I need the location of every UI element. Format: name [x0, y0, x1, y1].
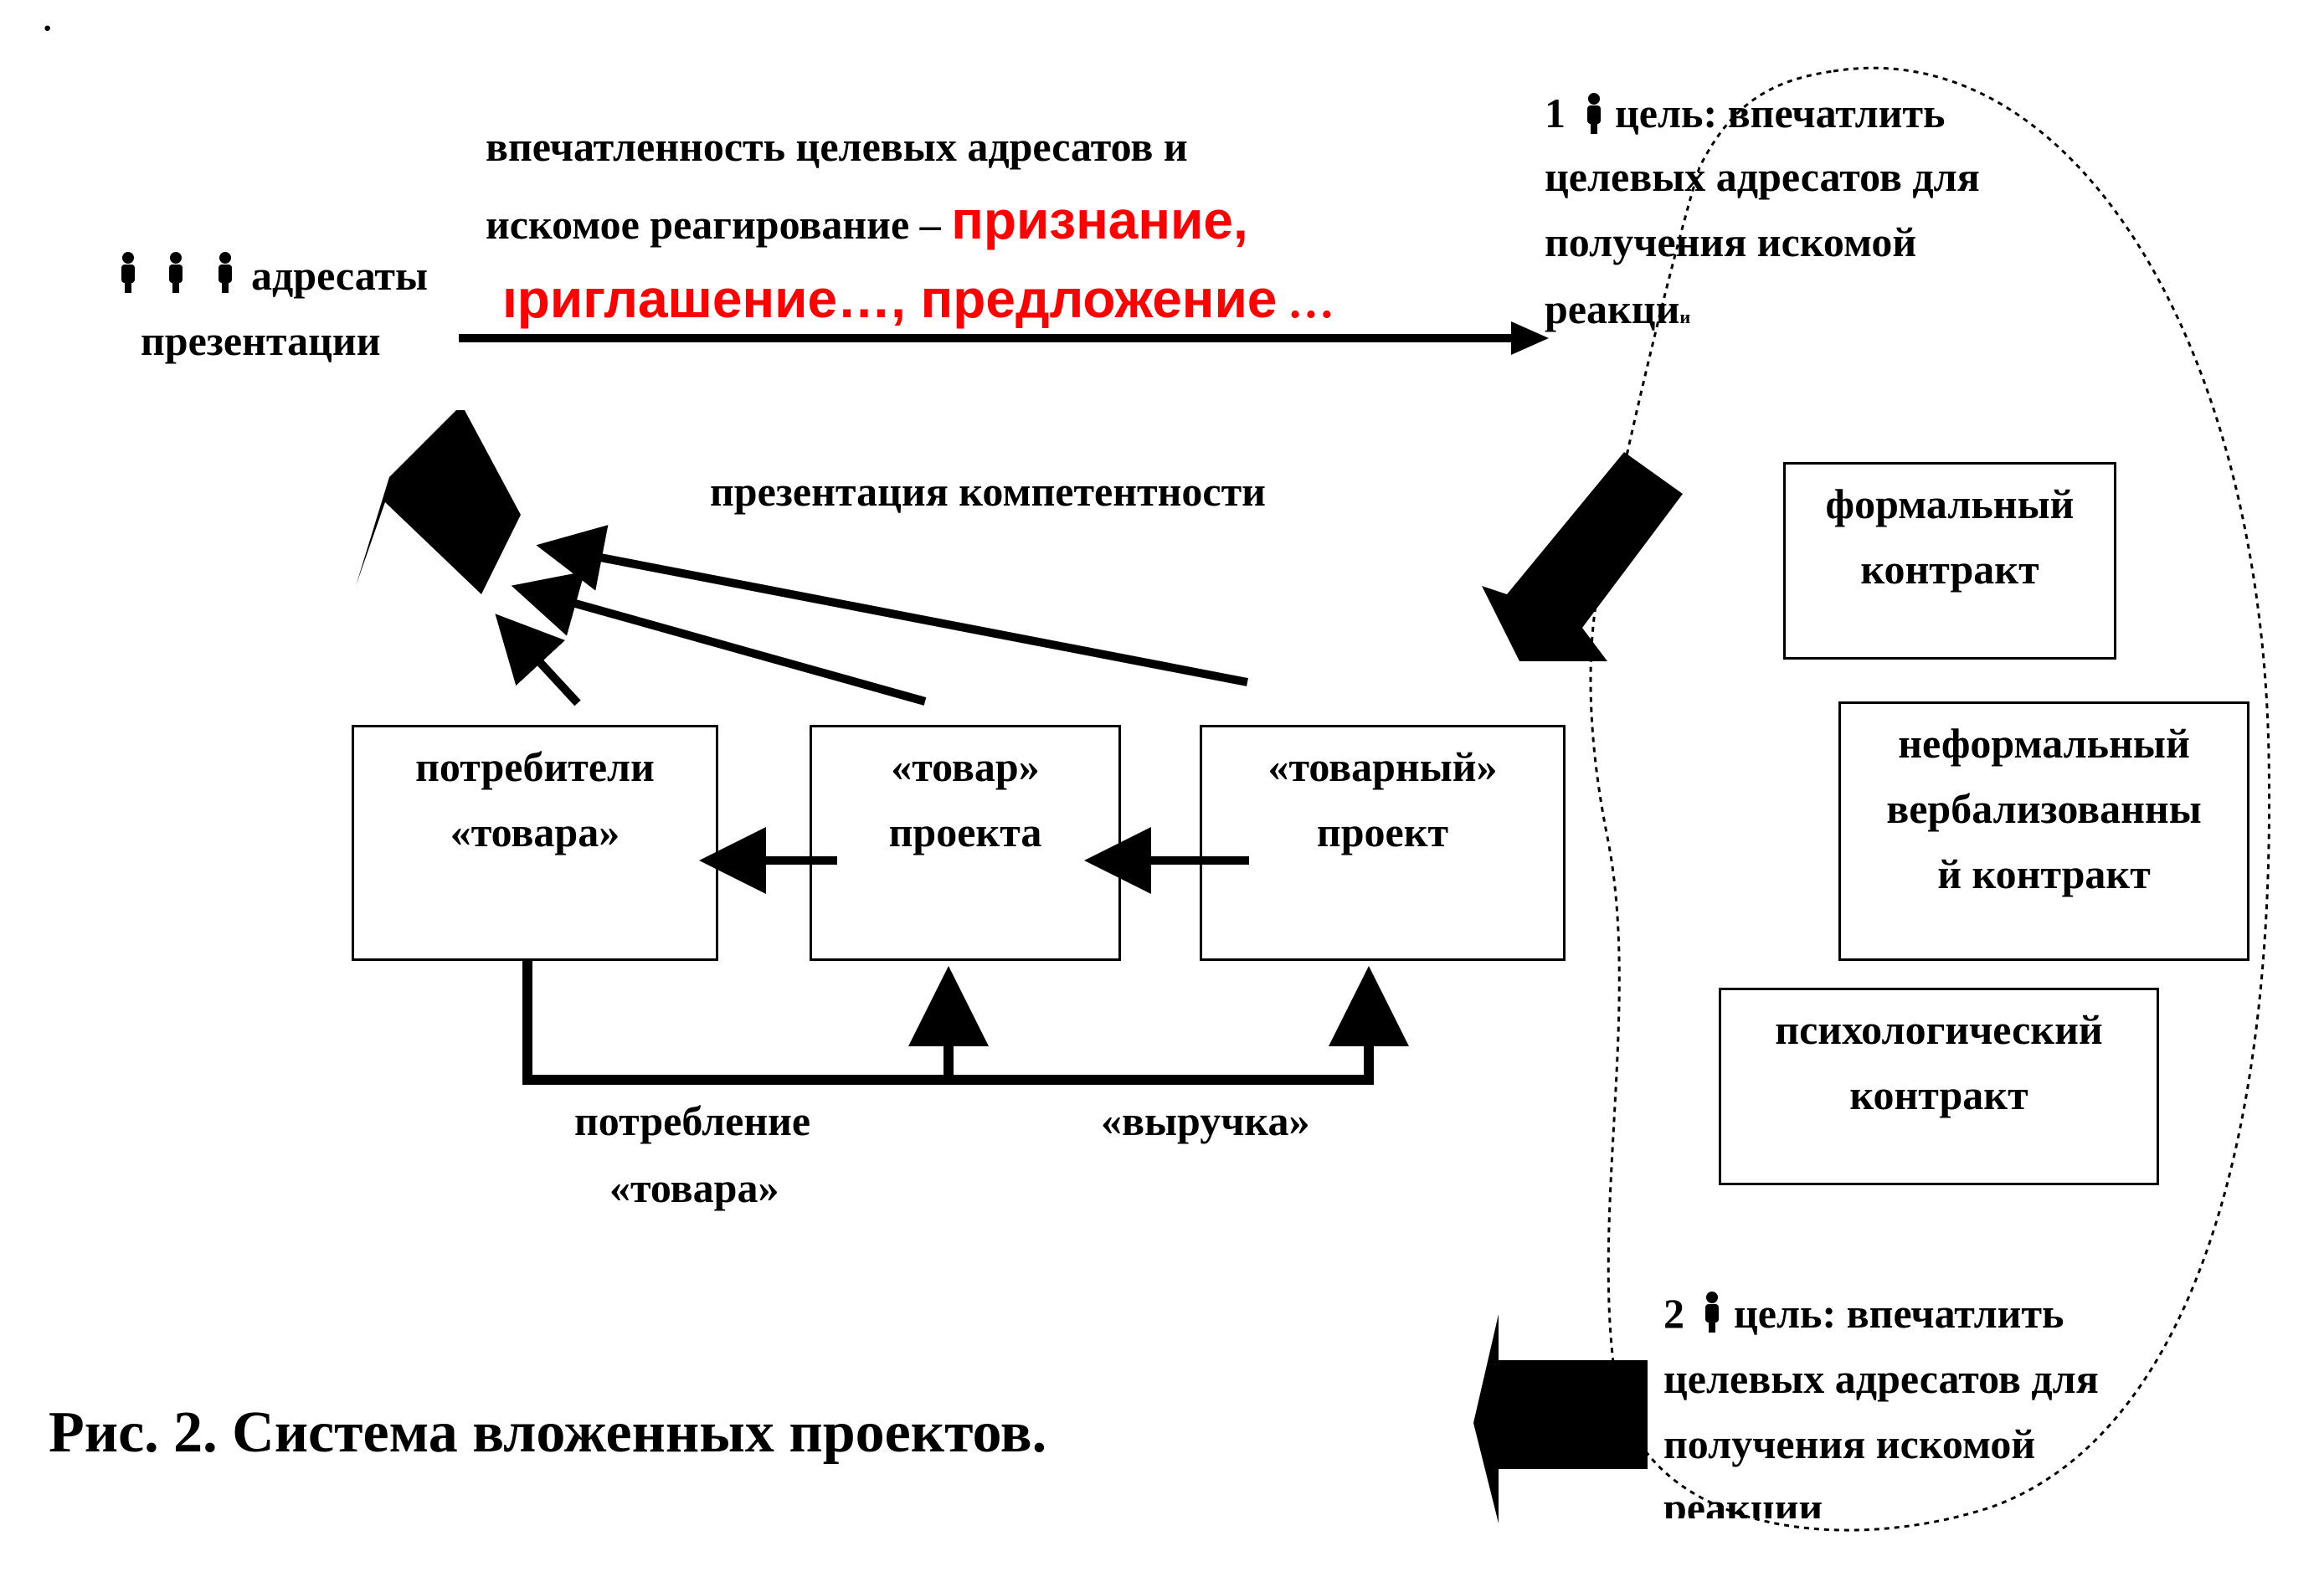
big-arrow-left-bottom	[1473, 1314, 1648, 1523]
box-product-line2: проекта	[888, 809, 1042, 855]
box-psych-line1: психологический	[1775, 1006, 2103, 1053]
impression-line3: ıриглашение…, предложение …	[502, 266, 1334, 336]
impression-line3-ellipsis: …	[1287, 276, 1334, 328]
goal2-line1: 2 цель: впечатлить	[1663, 1281, 2064, 1346]
competence-label: презентация компетентности	[710, 468, 1266, 515]
impression-line2-red: признание,	[951, 190, 1248, 250]
arrow-project-to-top	[536, 525, 1248, 686]
box-psych-line2: контракт	[1849, 1071, 2028, 1118]
box-formal-line1: формальный	[1825, 480, 2075, 527]
goal1-text-line4-tail: и	[1679, 306, 1691, 327]
goal1-line2: целевых адресатов для	[1545, 153, 1980, 200]
box-project-line2: проект	[1316, 809, 1449, 855]
impression-line2: искомое реагирование – признание,	[486, 187, 1248, 257]
box-product: «товар» проекта	[810, 725, 1121, 961]
person-icon	[219, 252, 232, 293]
goal2-line4: реакции	[1663, 1484, 1823, 1518]
arrow-consumers-to-top	[495, 614, 581, 706]
addressees-label-line1: адресаты	[251, 252, 429, 299]
box-formal-line2: контракт	[1860, 546, 2039, 593]
big-arrow-up-left	[356, 410, 521, 594]
box-project-line1: «товарный»	[1267, 743, 1498, 790]
consumption-label-line2: «товара»	[609, 1164, 779, 1211]
goal2-text-line1: цель: впечатлить	[1734, 1290, 2064, 1337]
consumption-label-line1: потребление	[574, 1097, 811, 1144]
person-icon	[1587, 93, 1601, 134]
person-icon	[1705, 1292, 1719, 1333]
impression-line2-black: искомое реагирование –	[486, 201, 941, 248]
box-formal-contract: формальный контракт	[1783, 462, 2116, 660]
arrow-product-to-top	[511, 571, 927, 706]
impression-line1: впечатленность целевых адресатов и	[486, 123, 1188, 170]
box-product-line1: «товар»	[891, 743, 1040, 790]
goal1-line3: получения искомой	[1545, 218, 1917, 265]
goal1-text-line1: цель: впечатлить	[1615, 90, 1946, 136]
box-informal-line3: й контракт	[1937, 850, 2151, 897]
box-project: «товарный» проект	[1200, 725, 1566, 961]
main-arrow-head	[1511, 321, 1549, 355]
corner-mark: ·	[42, 9, 54, 47]
goal1-text-line4: реакци	[1545, 285, 1680, 332]
addressees-label-line2: презентации	[141, 317, 381, 364]
box-informal-line2: вербализованны	[1886, 785, 2202, 832]
goal2-number: 2	[1663, 1290, 1684, 1337]
impression-line3-red: ıриглашение…, предложение	[502, 269, 1278, 329]
feedback-loop-line	[522, 961, 1369, 1085]
figure-caption: Рис. 2. Система вложенных проектов.	[49, 1400, 1047, 1465]
box-consumers-line2: «товара»	[450, 809, 620, 855]
goal2-line3: получения искомой	[1663, 1420, 2036, 1467]
revenue-label: «выручка»	[1101, 1097, 1310, 1144]
box-consumers-line1: потребители	[415, 743, 655, 790]
goal2-line2: целевых адресатов для	[1663, 1355, 2099, 1402]
person-icon	[121, 252, 135, 293]
big-arrow-down-left	[1482, 452, 1683, 661]
box-informal-line1: неформальный	[1898, 720, 2190, 767]
box-informal-contract: неформальный вербализованны й контракт	[1838, 701, 2249, 961]
box-psych-contract: психологический контракт	[1719, 988, 2159, 1185]
person-icon	[169, 252, 183, 293]
goal1-number: 1	[1545, 90, 1566, 136]
box-consumers: потребители «товара»	[352, 725, 718, 961]
goal1-line4: реакции	[1545, 276, 1690, 350]
goal1-line1: 1 цель: впечатлить	[1545, 80, 1945, 146]
